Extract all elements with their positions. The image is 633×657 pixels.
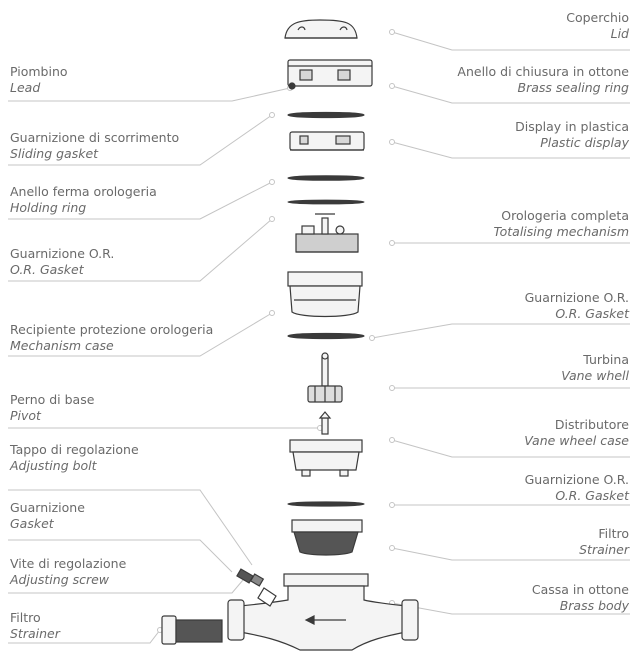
label-filtro-left-en: Strainer (10, 626, 60, 641)
label-sliding-gasket-en: Sliding gasket (10, 146, 99, 161)
label-distributore-it: Distributore (554, 417, 629, 432)
label-brass-ring: Anello di chiusura in ottone Brass seali… (457, 64, 629, 96)
label-sliding-gasket-it: Guarnizione di scorrimento (10, 130, 180, 145)
leader-lid (391, 31, 630, 51)
parts (161, 19, 419, 651)
label-filtro-right-it: Filtro (598, 526, 629, 541)
filtro-right-part (291, 519, 363, 556)
mechanism-case-part (287, 271, 363, 318)
label-pivot-en: Pivot (10, 408, 41, 423)
label-lead: Piombino Lead (10, 64, 68, 96)
label-sliding-gasket: Guarnizione di scorrimento Sliding gaske… (10, 130, 179, 162)
label-totalising-en: Totalising mechanism (493, 224, 629, 239)
label-filtro-right-en: Strainer (579, 542, 629, 557)
label-or-gasket-r2: Guarnizione O.R. O.R. Gasket (525, 472, 629, 504)
label-plastic-display: Display in plastica Plastic display (515, 119, 629, 151)
leader-adjusting-bolt (8, 489, 253, 566)
label-holding-ring-en: Holding ring (10, 200, 87, 215)
leader-lines (8, 31, 630, 644)
leader-lead (8, 87, 291, 102)
pivot-part (318, 411, 332, 435)
leader-filtro-r (391, 547, 630, 561)
leader-plastic-display (391, 141, 630, 159)
label-turbina-it: Turbina (583, 352, 629, 367)
adjusting-screw-part (236, 568, 265, 587)
label-brass-ring-it: Anello di chiusura in ottone (457, 64, 629, 79)
label-pivot-it: Perno di base (10, 392, 95, 407)
label-or-gasket-l: Guarnizione O.R. O.R. Gasket (10, 246, 114, 278)
label-filtro-right: Filtro Strainer (579, 526, 629, 558)
leader-gasket (8, 539, 233, 573)
label-holding-ring-it: Anello ferma orologeria (10, 184, 157, 199)
label-filtro-left: Filtro Strainer (10, 610, 60, 642)
label-or-gasket-r2-en: O.R. Gasket (555, 488, 629, 503)
or-gasket-r1-part (287, 332, 365, 340)
filtro-left-part (161, 615, 223, 645)
holding-ring-part (287, 175, 365, 181)
label-mechanism-case: Recipiente protezione orologeria Mechani… (10, 322, 213, 354)
brass-ring-part (287, 59, 373, 90)
label-pivot: Perno di base Pivot (10, 392, 94, 424)
leader-adjusting-screw (8, 579, 244, 594)
label-totalising-it: Orologeria completa (501, 208, 629, 223)
label-plastic-display-en: Plastic display (540, 135, 629, 150)
label-gasket-en: Gasket (10, 516, 54, 531)
label-mechanism-case-it: Recipiente protezione orologeria (10, 322, 214, 337)
label-adjusting-screw-en: Adjusting screw (10, 572, 110, 587)
label-turbina-en: Vane whell (561, 368, 629, 383)
label-turbina: Turbina Vane whell (561, 352, 629, 384)
totalising-part (295, 213, 359, 253)
or-gasket-small (287, 199, 365, 205)
brass-body-part (227, 573, 419, 651)
label-brass-body: Cassa in ottone Brass body (532, 582, 629, 614)
label-brass-body-it: Cassa in ottone (531, 582, 629, 597)
label-plastic-display-it: Display in plastica (515, 119, 629, 134)
label-lid: Coperchio Lid (566, 10, 629, 42)
label-or-gasket-r1-it: Guarnizione O.R. (524, 290, 629, 305)
label-or-gasket-l-it: Guarnizione O.R. (10, 246, 115, 261)
leader-mechanism-case (8, 312, 273, 357)
label-distributore-en: Vane wheel case (524, 433, 629, 448)
sliding-gasket-part (287, 111, 365, 119)
or-gasket-r2-part (287, 501, 365, 507)
label-brass-body-en: Brass body (559, 598, 629, 613)
label-filtro-left-it: Filtro (10, 610, 41, 625)
label-brass-ring-en: Brass sealing ring (517, 80, 629, 95)
label-or-gasket-r2-it: Guarnizione O.R. (524, 472, 629, 487)
leader-holding-ring (8, 181, 273, 220)
label-adjusting-bolt: Tappo di regolazione Adjusting bolt (10, 442, 139, 474)
leader-or-gasket-r1 (371, 323, 630, 339)
label-or-gasket-l-en: O.R. Gasket (10, 262, 84, 277)
label-lead-it: Piombino (10, 64, 68, 79)
plastic-display-part (289, 131, 365, 151)
leader-sliding-gasket (8, 114, 273, 166)
label-or-gasket-r1: Guarnizione O.R. O.R. Gasket (525, 290, 629, 322)
label-holding-ring: Anello ferma orologeria Holding ring (10, 184, 157, 216)
turbina-part (307, 352, 343, 403)
label-lid-en: Lid (610, 26, 629, 41)
distributore-part (289, 439, 363, 477)
label-gasket-it: Guarnizione (10, 500, 85, 515)
label-adjusting-screw: Vite di regolazione Adjusting screw (10, 556, 126, 588)
label-totalising: Orologeria completa Totalising mechanism (494, 208, 629, 240)
label-gasket: Guarnizione Gasket (10, 500, 85, 532)
lid-part (284, 19, 358, 39)
label-distributore: Distributore Vane wheel case (524, 417, 629, 449)
label-or-gasket-r1-en: O.R. Gasket (555, 306, 629, 321)
label-adjusting-bolt-it: Tappo di regolazione (10, 442, 139, 457)
label-adjusting-screw-it: Vite di regolazione (10, 556, 127, 571)
leader-filtro-l (8, 629, 161, 644)
label-lid-it: Coperchio (566, 10, 629, 25)
label-mechanism-case-en: Mechanism case (10, 338, 114, 353)
leader-brass-ring (391, 85, 630, 104)
label-adjusting-bolt-en: Adjusting bolt (10, 458, 97, 473)
label-lead-en: Lead (10, 80, 41, 95)
leader-or-gasket-l (8, 218, 273, 282)
leader-distributore (391, 439, 630, 458)
